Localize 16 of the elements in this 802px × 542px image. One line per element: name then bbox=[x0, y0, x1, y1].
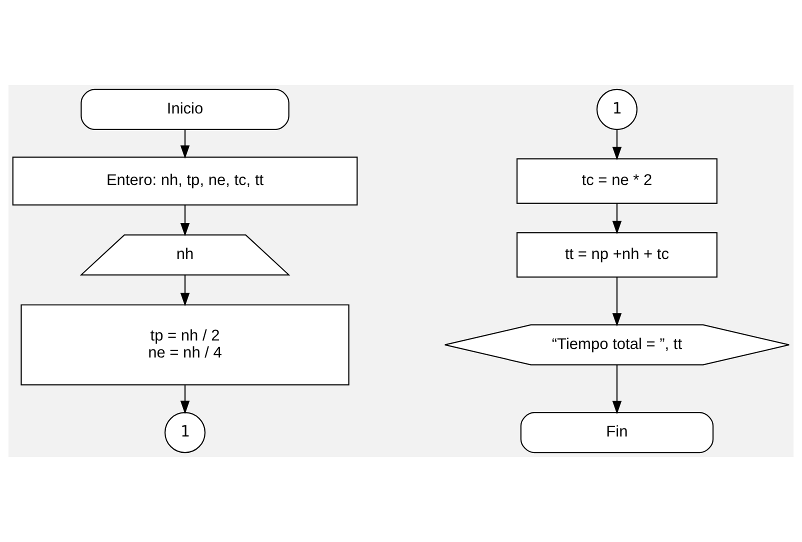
node-box: tt = np +nh + tc bbox=[516, 232, 718, 278]
node-box: tp = nh / 2 ne = nh / 4 bbox=[20, 304, 350, 386]
arrow bbox=[180, 385, 190, 414]
arrow bbox=[180, 275, 190, 306]
node-box: Fin bbox=[520, 412, 714, 454]
arrow bbox=[180, 130, 190, 159]
node-box: tc = ne * 2 bbox=[516, 158, 718, 204]
node-circle: 1 bbox=[164, 412, 206, 454]
arrow bbox=[612, 203, 622, 234]
node-circle: 1 bbox=[596, 88, 638, 130]
node-box: Inicio bbox=[80, 88, 290, 130]
arrow bbox=[180, 205, 190, 236]
arrow bbox=[612, 364, 622, 414]
arrow bbox=[612, 130, 622, 160]
node-box: Entero: nh, tp, ne, tc, tt bbox=[12, 156, 358, 206]
arrow bbox=[612, 277, 622, 326]
